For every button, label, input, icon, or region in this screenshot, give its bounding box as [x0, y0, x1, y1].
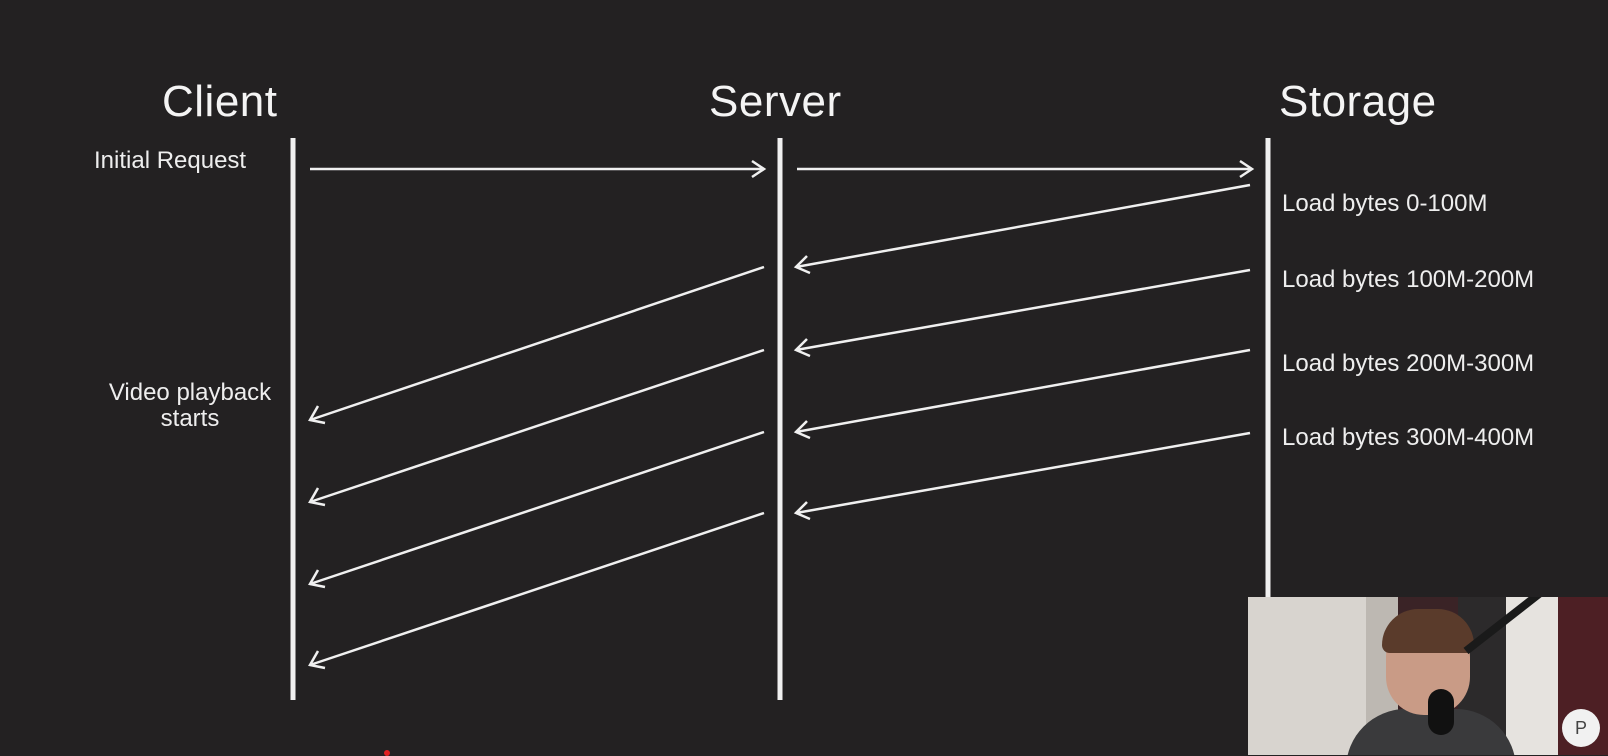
- cursor-dot-icon: [384, 750, 390, 756]
- arrow-server-to-client-chunk-0: [308, 265, 765, 425]
- note-load-bytes-1: Load bytes 100M-200M: [1282, 266, 1535, 293]
- note-load-bytes-2: Load bytes 200M-300M: [1282, 350, 1535, 377]
- presenter-hair: [1382, 609, 1474, 653]
- arrow-storage-to-server-chunk-1: [793, 268, 1251, 358]
- lane-heading-client: Client: [162, 77, 278, 126]
- note-initial-request: Initial Request: [94, 147, 247, 174]
- note-load-bytes-0: Load bytes 0-100M: [1282, 190, 1488, 217]
- lane-heading-server: Server: [709, 77, 842, 126]
- channel-badge-icon[interactable]: P: [1562, 709, 1600, 747]
- arrow-storage-to-server-chunk-0: [793, 183, 1251, 275]
- arrow-server-to-storage: [797, 159, 1255, 179]
- arrow-server-to-client-chunk-2: [308, 430, 765, 589]
- lane-heading-storage: Storage: [1279, 77, 1437, 126]
- note-load-bytes-3: Load bytes 300M-400M: [1282, 424, 1535, 451]
- webcam-wall-left: [1248, 597, 1366, 755]
- note-video-playback-line1: Video playback: [108, 379, 272, 406]
- arrow-storage-to-server-chunk-3: [793, 431, 1251, 521]
- microphone-icon: [1428, 689, 1454, 735]
- arrow-client-to-server: [310, 159, 767, 179]
- webcam-wall-light: [1506, 597, 1558, 755]
- presenter-webcam: P: [1248, 597, 1608, 755]
- note-video-playback-line2: starts: [160, 405, 220, 432]
- arrow-server-to-client-chunk-3: [308, 511, 765, 670]
- arrow-server-to-client-chunk-1: [308, 348, 765, 507]
- note-video-playback: Video playback starts: [94, 380, 286, 432]
- arrow-storage-to-server-chunk-2: [793, 348, 1251, 440]
